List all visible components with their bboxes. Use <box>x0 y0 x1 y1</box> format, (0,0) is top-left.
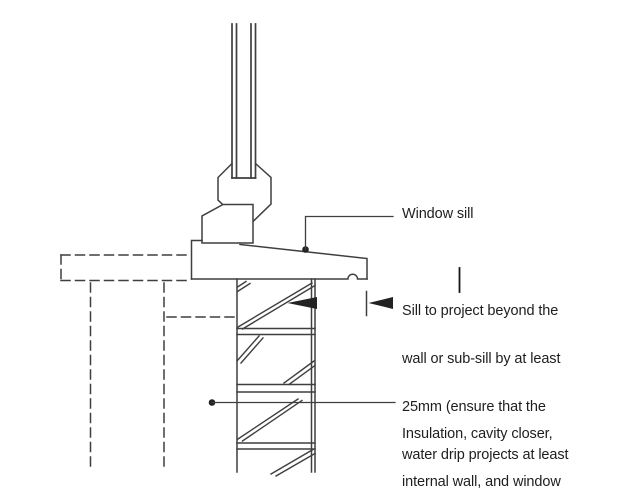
omitted-note: Insulation, cavity closer, internal wall… <box>402 394 561 491</box>
masonry-wall <box>236 278 316 473</box>
projection-dimension <box>287 290 393 317</box>
projection-note-line: Sill to project beyond the <box>402 303 559 319</box>
omitted-note-line: internal wall, and window <box>402 474 561 490</box>
projection-note-line: water drip projects at least <box>402 447 569 463</box>
window-sill-profile <box>190 239 368 280</box>
projection-note-line: wall or sub-sill by at least <box>402 351 561 367</box>
arrow-into-wall <box>287 297 317 309</box>
omitted-note-line: Insulation, cavity closer, <box>402 426 553 442</box>
projection-note: Sill to project beyond the wall or sub-s… <box>402 271 569 491</box>
omitted-elements-dashed <box>60 254 238 472</box>
window-sill-label: Window sill <box>402 206 474 222</box>
window-sill-leader <box>302 215 394 253</box>
brick-hatching <box>236 280 316 477</box>
arrow-at-sill-edge <box>368 297 393 309</box>
projection-note-line: 25mm (ensure that the <box>402 399 546 415</box>
glazing-unit <box>231 23 257 179</box>
omitted-note-leader <box>208 399 396 406</box>
window-frame-profile <box>201 162 272 244</box>
